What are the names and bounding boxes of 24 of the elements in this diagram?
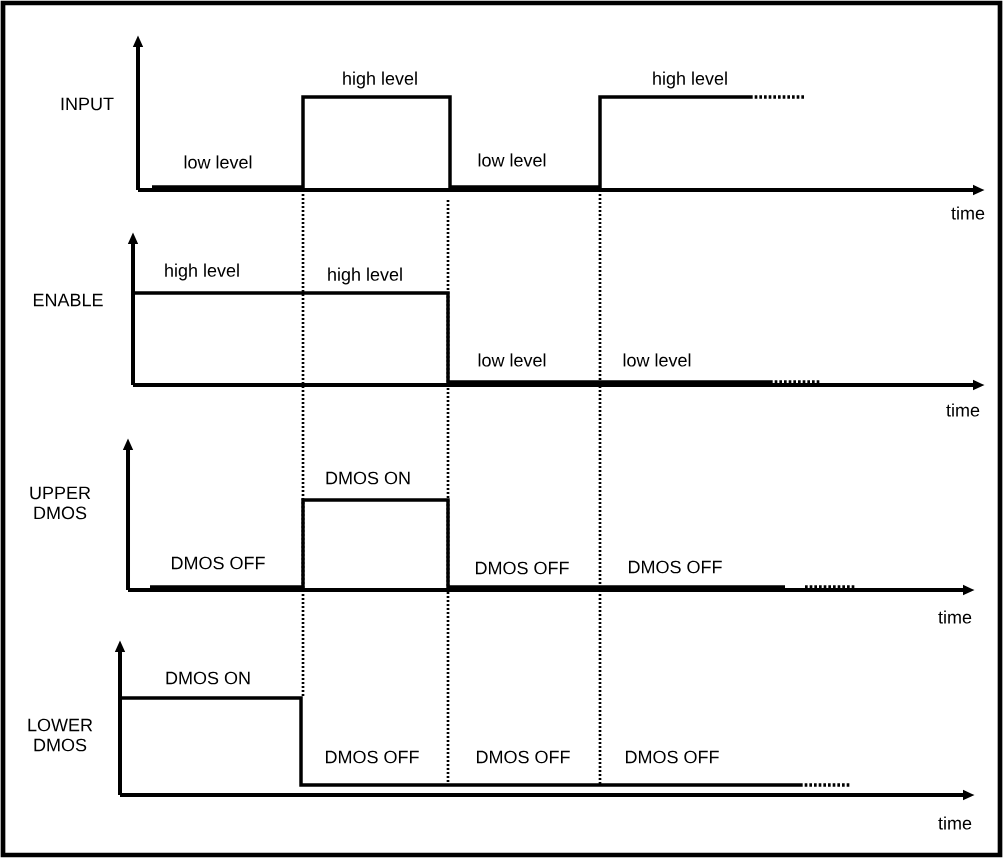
axis-label: time — [946, 403, 980, 417]
state-label: DMOS OFF — [476, 561, 569, 575]
state-label: DMOS OFF — [477, 750, 570, 764]
axis-label: time — [938, 610, 972, 624]
level-label: low level — [184, 155, 252, 169]
state-label: DMOS OFF — [172, 556, 265, 570]
axis-label: time — [951, 206, 985, 220]
level-label: low level — [478, 353, 546, 367]
signal-name: UPPER DMOS — [30, 486, 91, 520]
level-label: high level — [165, 263, 239, 281]
level-label: low level — [478, 153, 546, 167]
signal-name: ENABLE — [33, 293, 103, 307]
state-label: DMOS ON — [166, 671, 250, 685]
level-label: high level — [653, 71, 727, 89]
state-label: DMOS OFF — [326, 750, 419, 764]
level-label: low level — [623, 353, 691, 367]
level-label: high level — [328, 267, 402, 285]
state-label: DMOS OFF — [626, 750, 719, 764]
signal-name: INPUT — [61, 97, 114, 111]
signal-name: LOWER DMOS — [28, 718, 93, 752]
level-label: high level — [343, 71, 417, 89]
state-label: DMOS ON — [326, 471, 410, 485]
state-label: DMOS OFF — [629, 560, 722, 574]
axis-label: time — [938, 816, 972, 830]
